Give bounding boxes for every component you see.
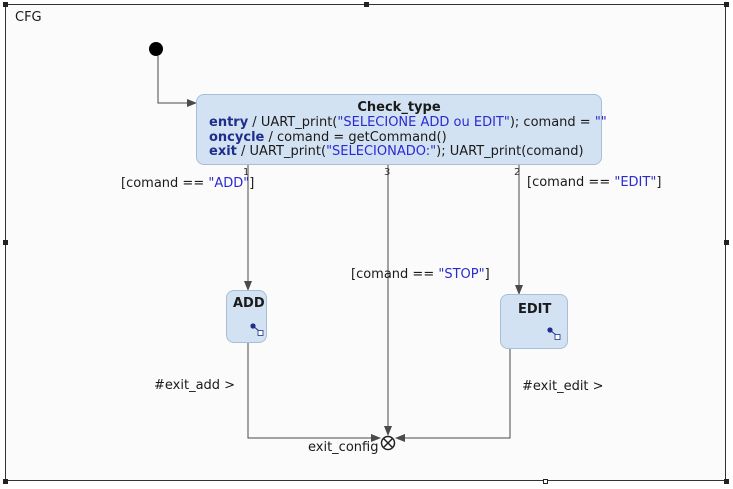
- subdiagram-icon: [547, 327, 561, 340]
- transition-priority: 2: [514, 167, 521, 178]
- selection-handle[interactable]: [3, 2, 8, 7]
- exit-action: exit / UART_print("SELECIONADO:"); UART_…: [209, 144, 584, 159]
- region-name: CFG: [15, 10, 42, 25]
- guard-add[interactable]: [comand == "ADD"]: [121, 176, 255, 191]
- selection-handle[interactable]: [3, 479, 8, 484]
- transition-add-exit[interactable]: [247, 343, 381, 442]
- state-edit[interactable]: EDIT: [500, 294, 568, 349]
- state-behavior: entry / UART_print("SELECIONE ADD ou EDI…: [209, 115, 607, 160]
- trigger-exit-edit[interactable]: #exit_edit >: [522, 379, 604, 394]
- selection-handle[interactable]: [724, 2, 729, 7]
- selection-handle[interactable]: [364, 2, 369, 7]
- state-add[interactable]: ADD: [226, 290, 267, 343]
- initial-transition[interactable]: [157, 56, 197, 107]
- transition-priority: 3: [384, 167, 391, 178]
- state-check-type[interactable]: Check_type entry / UART_print("SELECIONE…: [196, 94, 607, 165]
- initial-state-icon[interactable]: [149, 42, 163, 56]
- selection-handle[interactable]: [724, 240, 729, 245]
- region-frame: [5, 4, 726, 481]
- guard-edit[interactable]: [comand == "EDIT"]: [527, 175, 662, 190]
- exit-point-name: exit_config: [308, 440, 379, 455]
- state-name: Check_type: [357, 100, 441, 115]
- entry-action: entry / UART_print("SELECIONE ADD ou EDI…: [209, 115, 607, 130]
- selection-handle[interactable]: [3, 240, 8, 245]
- transition-edit-exit[interactable]: [395, 349, 511, 442]
- exit-point-icon[interactable]: [380, 435, 396, 451]
- guard-stop[interactable]: [comand == "STOP"]: [351, 267, 490, 282]
- oncycle-action: oncycle / comand = getCommand(): [209, 129, 447, 145]
- state-name: ADD: [233, 296, 265, 311]
- selection-handle[interactable]: [543, 479, 548, 484]
- transition-priority: 1: [243, 167, 250, 178]
- state-name: EDIT: [518, 302, 552, 317]
- subdiagram-icon: [250, 323, 264, 336]
- trigger-exit-add[interactable]: #exit_add >: [154, 378, 236, 393]
- selection-handle[interactable]: [724, 479, 729, 484]
